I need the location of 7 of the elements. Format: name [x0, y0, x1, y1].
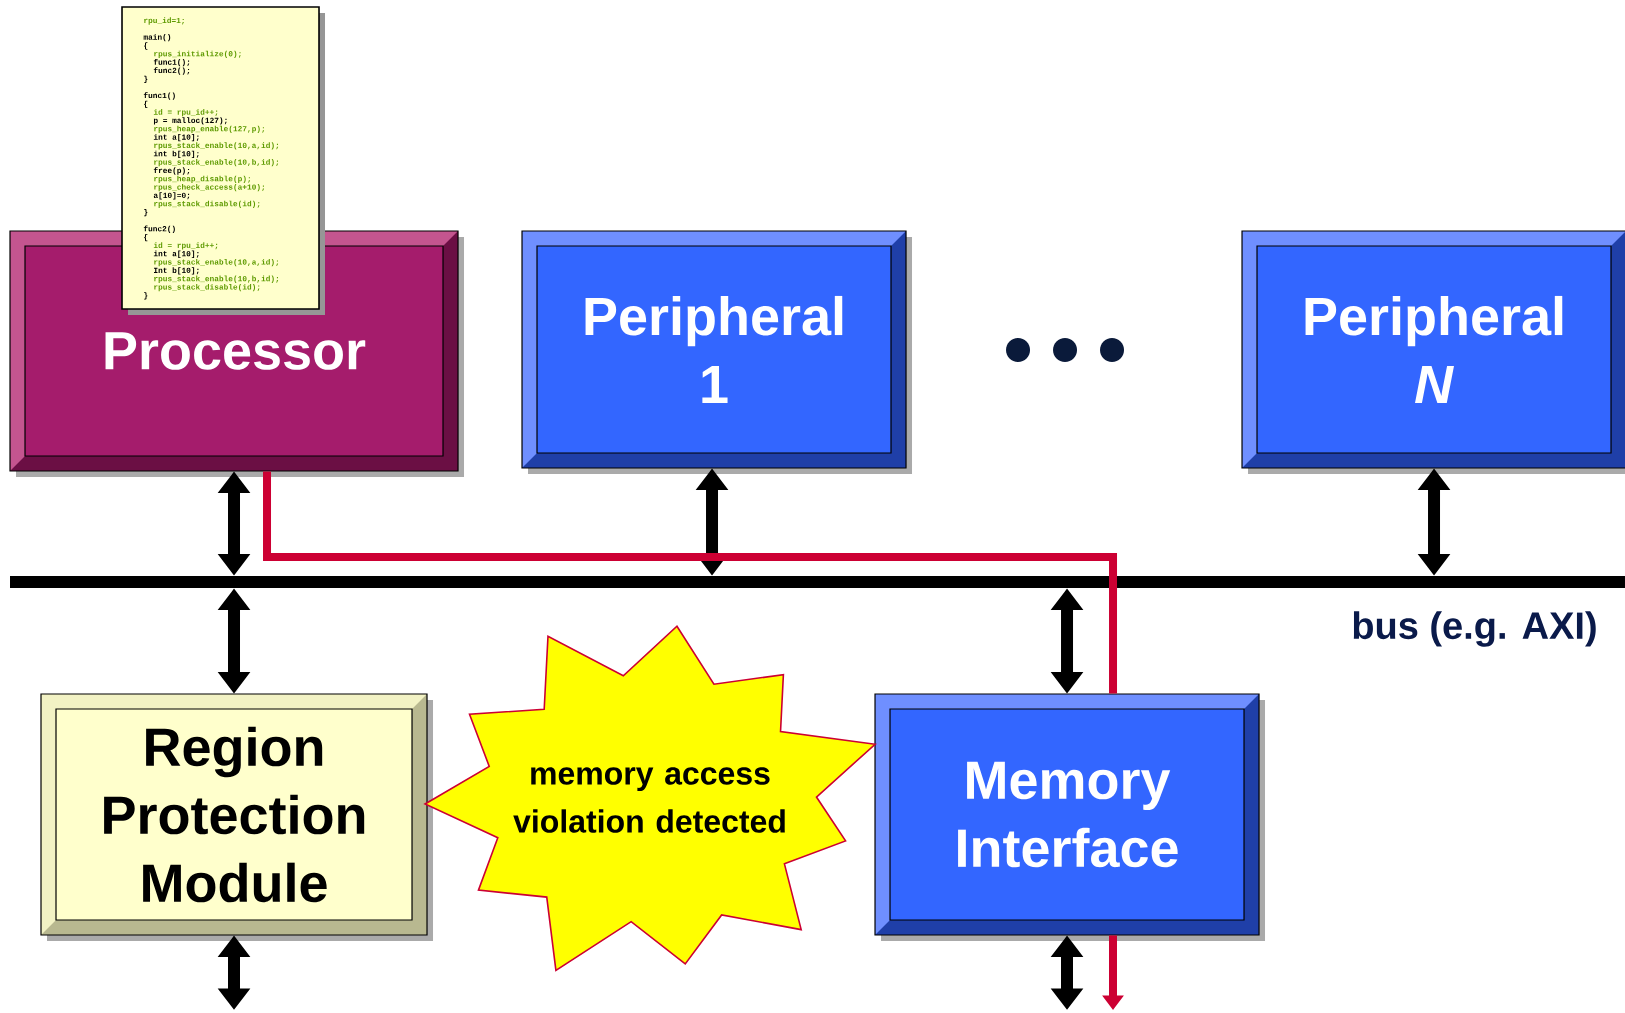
peripheral-box: Peripheral 1: [521, 230, 912, 474]
starburst-callout: memory access violation detected: [423, 625, 877, 972]
memory-interface-box: Memory Interface: [874, 693, 1265, 941]
bus-label: bus (e.g. AXI): [1353, 611, 1596, 647]
peripheral-box: Peripheral N: [1241, 230, 1625, 474]
code-listing: [121, 6, 325, 315]
protection-module-box: Region Protection Module: [40, 693, 433, 941]
